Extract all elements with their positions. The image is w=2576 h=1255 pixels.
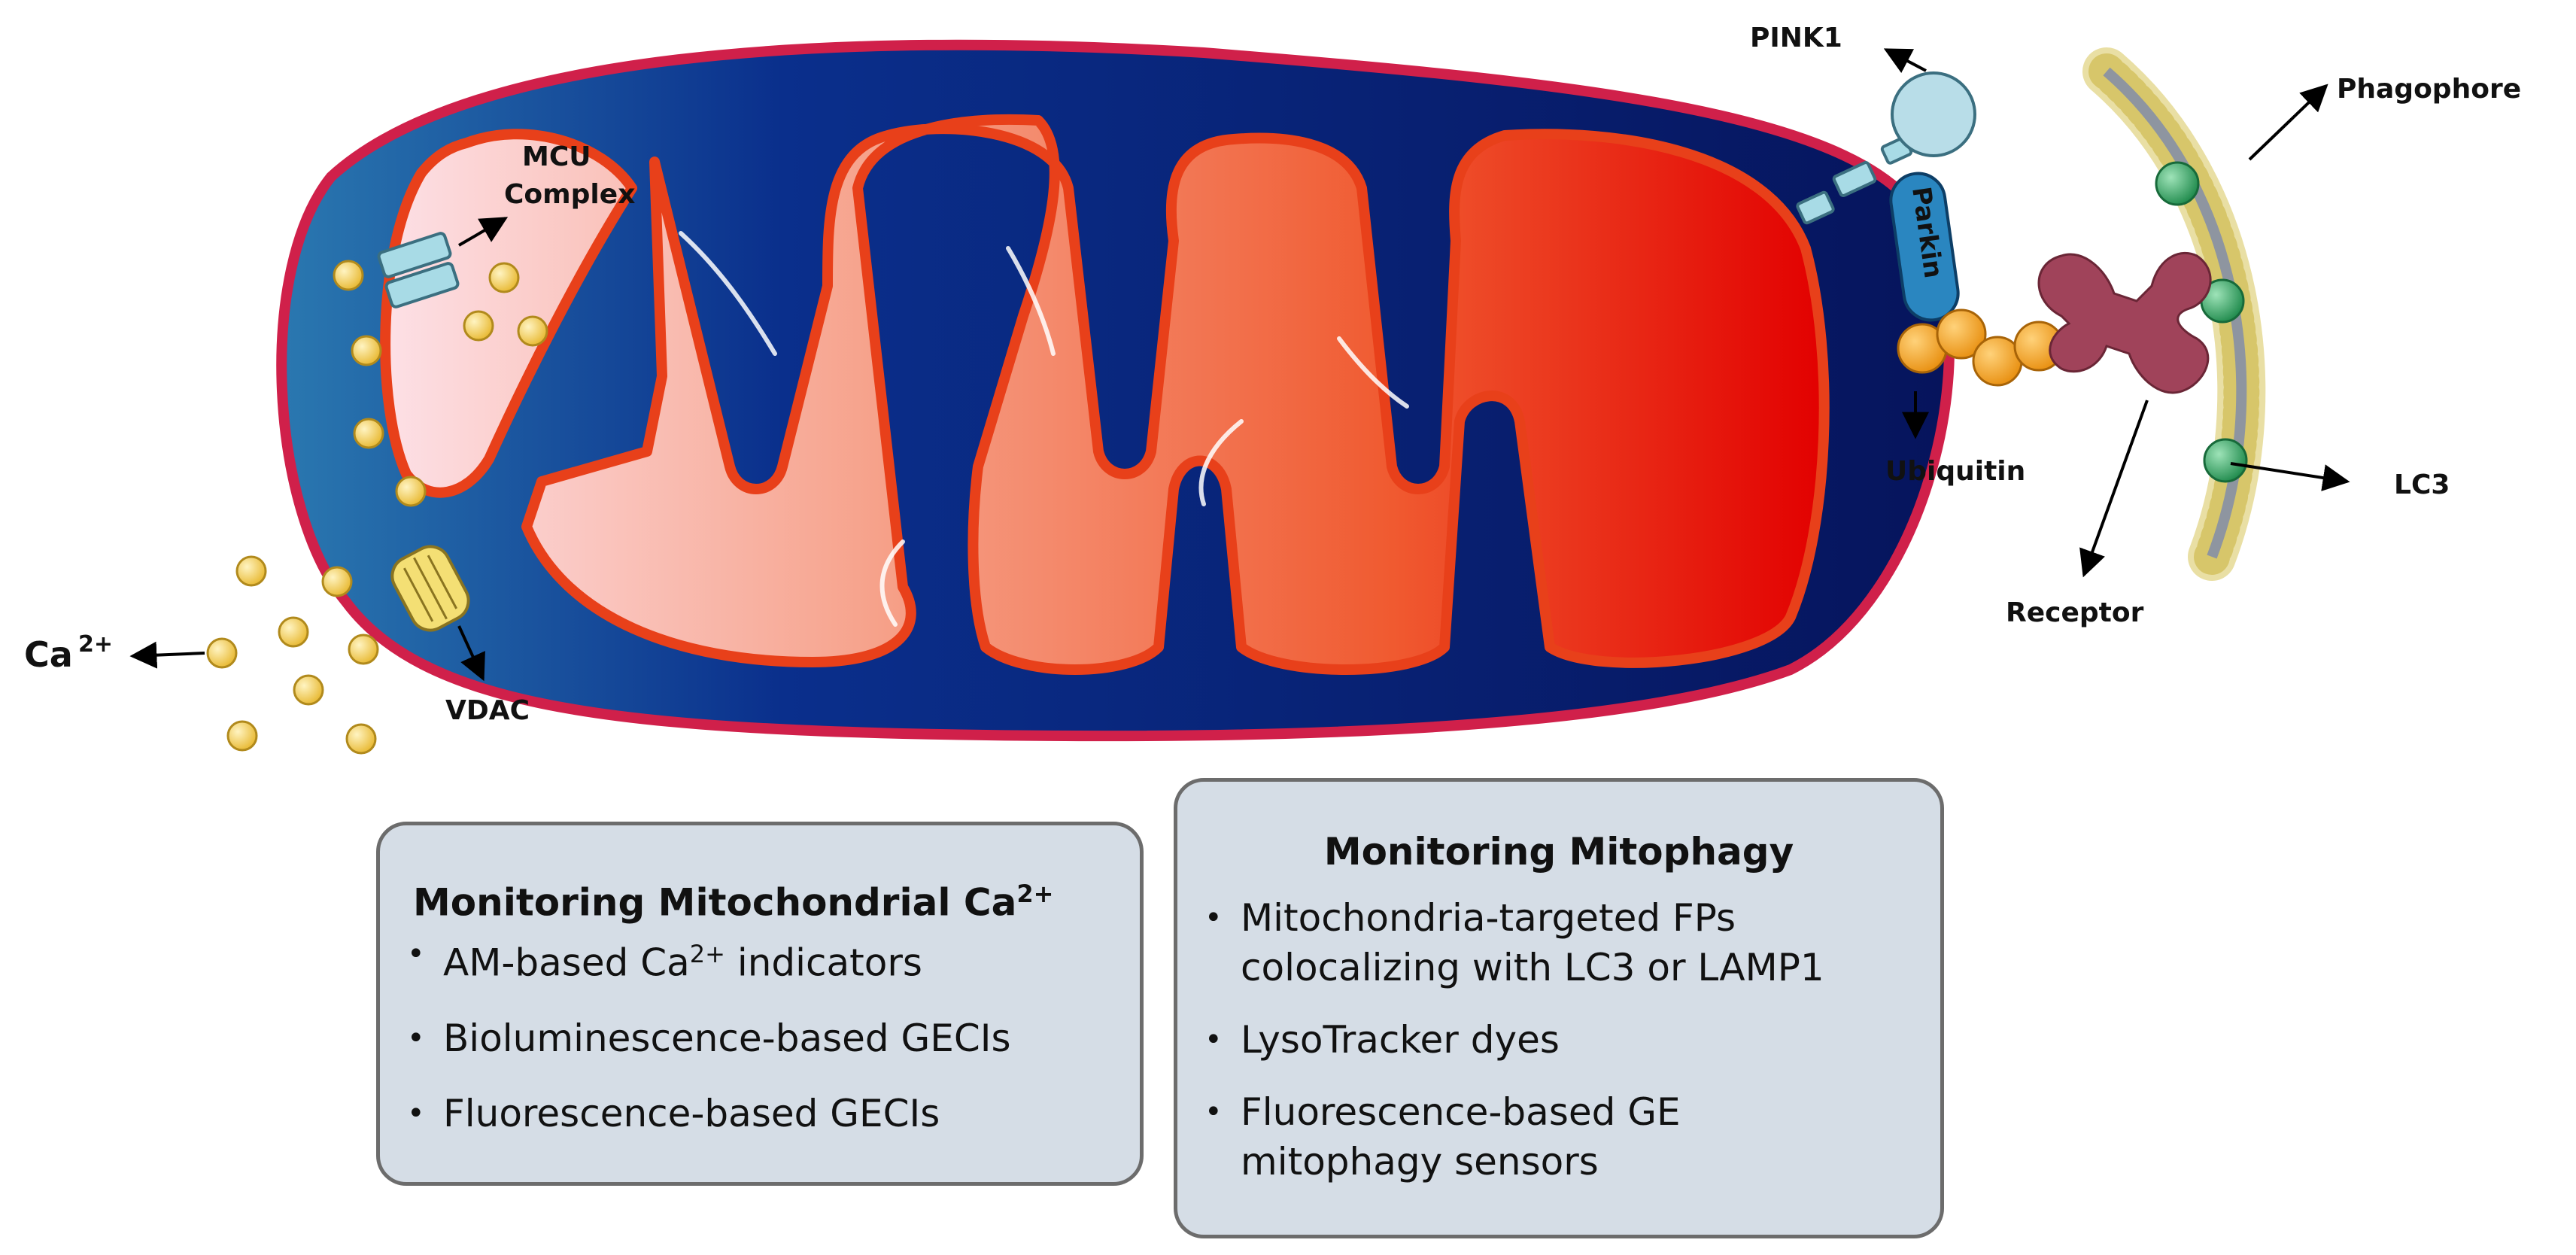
- calcium-label: Ca: [24, 634, 73, 675]
- calcium-ions: [206, 260, 548, 755]
- calcium-charge: 2+: [78, 631, 113, 658]
- mitophagy-monitoring-panel: Monitoring Mitophagy •Mitochondria-targe…: [1174, 778, 1944, 1238]
- ubiquitin-label: Ubiquitin: [1885, 456, 2025, 487]
- list-item: •Bioluminescence-based GECIs: [407, 1016, 1011, 1060]
- list-item: •LysoTracker dyes: [1204, 1018, 1560, 1062]
- inner-membrane-matrix: [380, 114, 1830, 675]
- mitophagy-methods-list: •Mitochondria-targeted FPs colocalizing …: [1194, 893, 1824, 1209]
- calcium-methods-list: •AM-based Ca2+ indicators •Bioluminescen…: [396, 929, 1011, 1164]
- mitochondria-diagram: Parkin MCU Complex VDAC Ca 2+ PINK1 Ubiq…: [24, 23, 2521, 755]
- phagophore-label: Phagophore: [2337, 74, 2521, 105]
- mitophagy-panel-title: Monitoring Mitophagy: [1323, 830, 1794, 874]
- mcu-label-line1: MCU: [522, 141, 591, 172]
- mcu-channel-icon: [377, 232, 460, 308]
- parkin-protein-icon: Parkin: [1889, 172, 1960, 322]
- ubiquitin-chain: [1897, 308, 2064, 387]
- list-item: •Fluorescence-based GECIs: [407, 1091, 940, 1135]
- arrows: [129, 48, 2350, 682]
- receptor-protein-icon: [2037, 251, 2212, 394]
- calcium-monitoring-panel: Monitoring Mitochondrial Ca2+ •AM-based …: [376, 822, 1144, 1186]
- lc3-label: LC3: [2394, 469, 2450, 500]
- vdac-channel-icon: [390, 545, 470, 632]
- pink1-label: PINK1: [1750, 23, 1842, 53]
- list-item: •AM-based Ca2+ indicators: [407, 937, 922, 985]
- vdac-label: VDAC: [445, 695, 530, 726]
- lc3-proteins: [2155, 161, 2248, 483]
- pink1-protein-icon: [1796, 71, 1976, 225]
- list-item: •Fluorescence-based GE mitophagy sensors: [1204, 1090, 1681, 1184]
- cristae-highlights: [679, 231, 1409, 627]
- receptor-label: Receptor: [2006, 597, 2144, 628]
- mcu-label-line2: Complex: [504, 179, 635, 210]
- calcium-panel-title: Monitoring Mitochondrial Ca2+: [413, 880, 1054, 925]
- list-item: •Mitochondria-targeted FPs colocalizing …: [1204, 896, 1824, 989]
